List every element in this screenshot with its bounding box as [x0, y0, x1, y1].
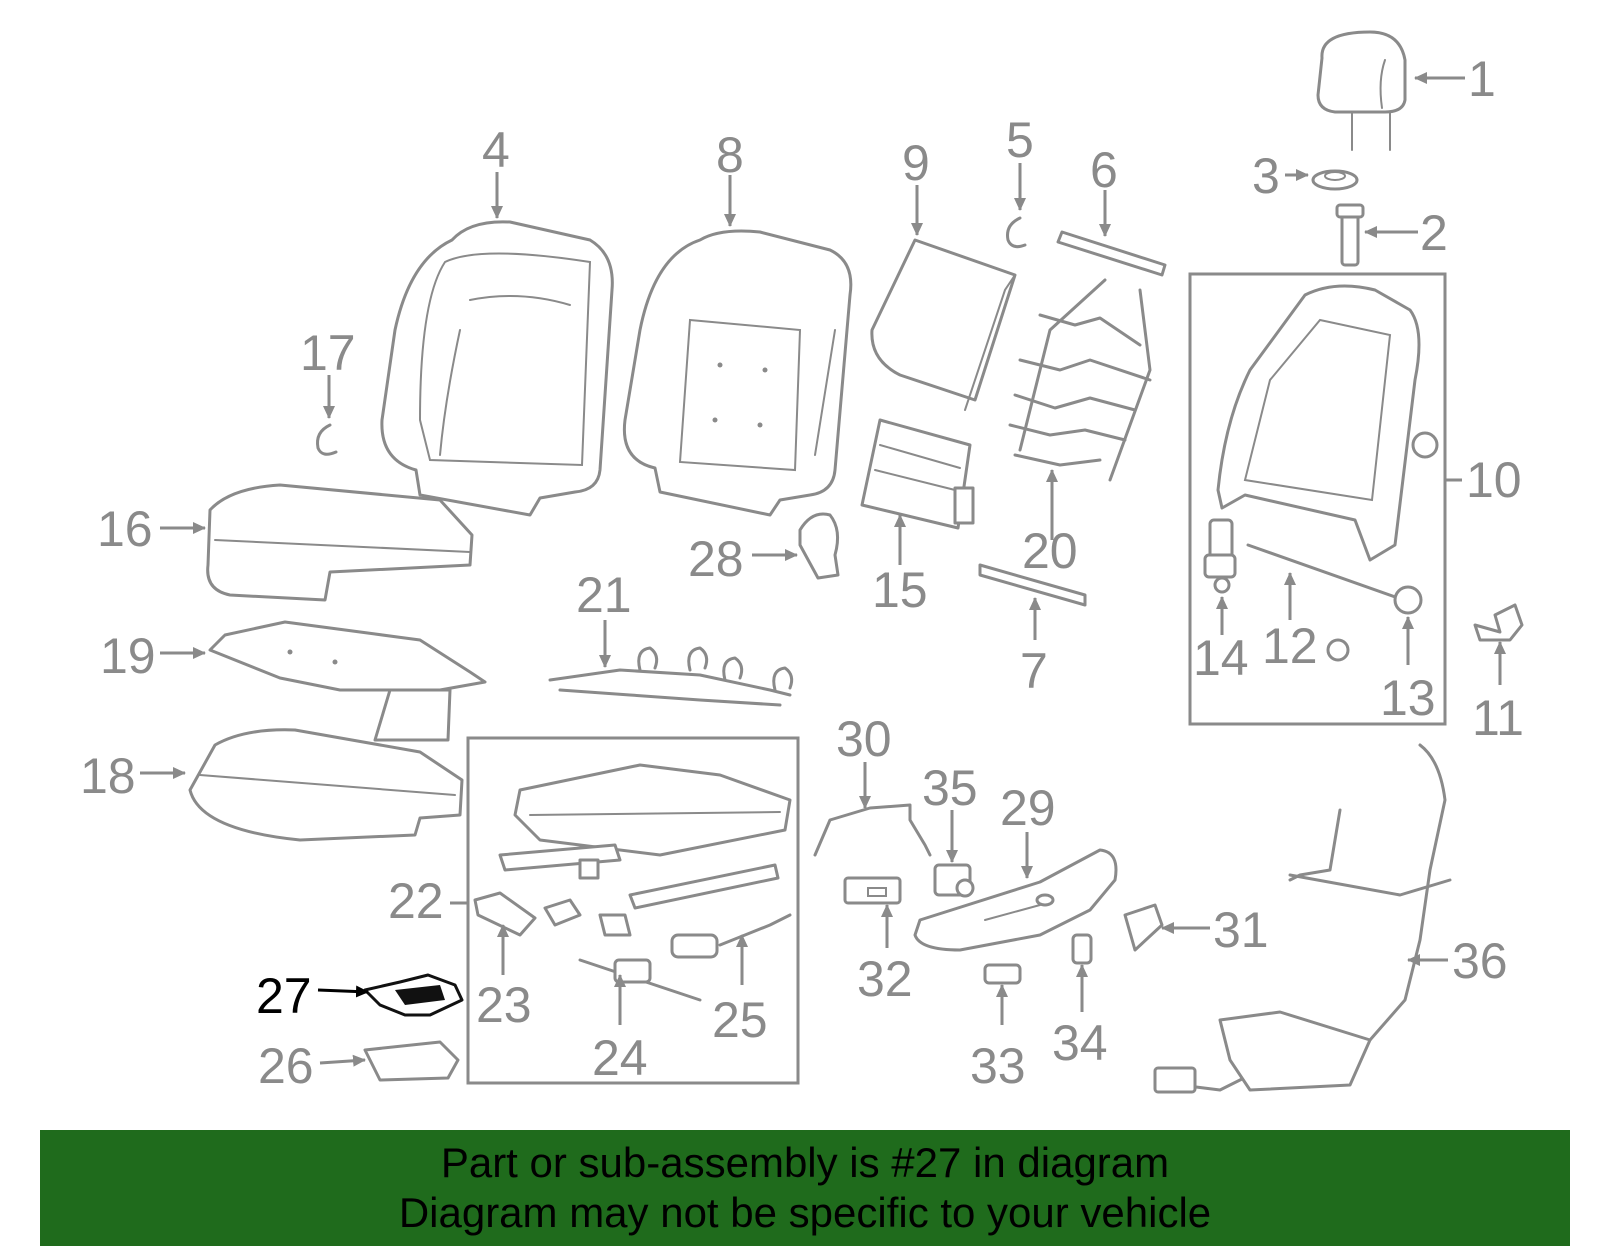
part-10-back-frame[interactable] — [1216, 284, 1439, 562]
callout-32: 32 — [857, 951, 913, 1007]
part-8-backrest-pad[interactable] — [622, 229, 853, 517]
banner-disclaimer: Diagram may not be specific to your vehi… — [398, 1189, 1212, 1236]
part-32-switch-module[interactable] — [843, 876, 902, 905]
callout-labels: 1 2 3 4 5 6 7 8 9 10 11 12 13 14 15 16 1… — [80, 51, 1524, 1094]
callout-36: 36 — [1452, 933, 1508, 989]
part-1-headrest[interactable] — [1316, 30, 1407, 151]
frame-subassembly-box — [1188, 272, 1447, 726]
track-subassembly-box — [466, 736, 800, 1085]
info-banner: Part or sub-assembly is #27 in diagram D… — [40, 1130, 1570, 1246]
callout-34: 34 — [1052, 1015, 1108, 1071]
part-23-motor[interactable] — [473, 891, 537, 937]
part-36-wiring-harness[interactable] — [1153, 743, 1452, 1094]
part-3-guide-cap[interactable] — [1311, 169, 1359, 191]
part-26-module[interactable] — [363, 1040, 460, 1082]
banner-part-note: Part or sub-assembly is #27 in diagram — [440, 1139, 1170, 1186]
callout-20: 20 — [1022, 523, 1078, 579]
callout-28: 28 — [688, 531, 744, 587]
callout-14: 14 — [1193, 630, 1249, 686]
callout-2: 2 — [1420, 205, 1448, 261]
part-7-lower-bar[interactable] — [978, 563, 1087, 607]
part-17-clip[interactable] — [316, 423, 338, 456]
part-24-drive-cable[interactable] — [578, 958, 702, 1002]
part-15-heater-pad[interactable] — [860, 418, 975, 530]
part-35-switch[interactable] — [933, 863, 975, 898]
part-19-cushion-pan[interactable] — [208, 620, 487, 742]
callout-1: 1 — [1468, 51, 1496, 107]
callout-8: 8 — [716, 127, 744, 183]
callout-5: 5 — [1006, 112, 1034, 168]
callout-29: 29 — [1000, 780, 1056, 836]
part-16-cushion-cover[interactable] — [206, 483, 474, 602]
part-4-backrest-cover[interactable] — [380, 220, 614, 517]
callout-31: 31 — [1213, 902, 1269, 958]
callout-4: 4 — [482, 122, 510, 178]
callout-27-highlighted: 27 — [256, 968, 312, 1024]
parts-diagram: 1 2 3 4 5 6 7 8 9 10 11 12 13 14 15 16 1… — [80, 30, 1524, 1094]
callout-21: 21 — [576, 567, 632, 623]
callout-12: 12 — [1262, 618, 1318, 674]
track-clip-b — [598, 913, 632, 937]
part-6-upper-bar[interactable] — [1056, 230, 1167, 277]
callout-3: 3 — [1252, 148, 1280, 204]
callout-24: 24 — [592, 1030, 648, 1086]
part-33-knob[interactable] — [983, 963, 1022, 985]
part-13-cap[interactable] — [1326, 585, 1423, 662]
callout-35: 35 — [922, 760, 978, 816]
callout-6: 6 — [1090, 142, 1118, 198]
part-22-seat-adjuster[interactable] — [498, 763, 792, 910]
callout-9: 9 — [902, 135, 930, 191]
callout-26: 26 — [258, 1038, 314, 1094]
part-34-knob[interactable] — [1071, 933, 1093, 965]
callout-22: 22 — [388, 873, 444, 929]
part-5-clip[interactable] — [1006, 216, 1027, 249]
part-27-highlighted[interactable] — [363, 973, 464, 1017]
leader-arrows — [140, 72, 1506, 1067]
part-28-bezel[interactable] — [798, 512, 840, 580]
part-20-spring-mat[interactable] — [1008, 278, 1152, 482]
part-25-motor-harness[interactable] — [670, 913, 792, 959]
callout-11: 11 — [1472, 690, 1524, 746]
part-11-bracket[interactable] — [1473, 603, 1524, 642]
callout-13: 13 — [1380, 670, 1436, 726]
part-9-back-panel[interactable] — [870, 238, 1017, 411]
callout-16: 16 — [97, 501, 153, 557]
track-clip-a — [543, 898, 582, 927]
part-29-side-shield[interactable] — [913, 848, 1118, 952]
part-12-rod[interactable] — [1246, 543, 1400, 600]
part-18-cushion-pad[interactable] — [188, 728, 464, 842]
callout-19: 19 — [100, 628, 156, 684]
callout-18: 18 — [80, 748, 136, 804]
callout-10: 10 — [1466, 452, 1522, 508]
callout-30: 30 — [836, 711, 892, 767]
callout-15: 15 — [872, 562, 928, 618]
callout-33: 33 — [970, 1038, 1026, 1094]
callout-23: 23 — [476, 977, 532, 1033]
callout-25: 25 — [712, 992, 768, 1048]
part-2-guide-tube[interactable] — [1335, 203, 1365, 267]
part-21-spring-assembly[interactable] — [548, 646, 794, 707]
callout-7: 7 — [1020, 643, 1048, 699]
callout-17: 17 — [300, 325, 356, 381]
part-31-cover[interactable] — [1123, 903, 1164, 952]
part-30-harness[interactable] — [813, 803, 932, 857]
part-14-recliner-motor[interactable] — [1203, 518, 1237, 594]
